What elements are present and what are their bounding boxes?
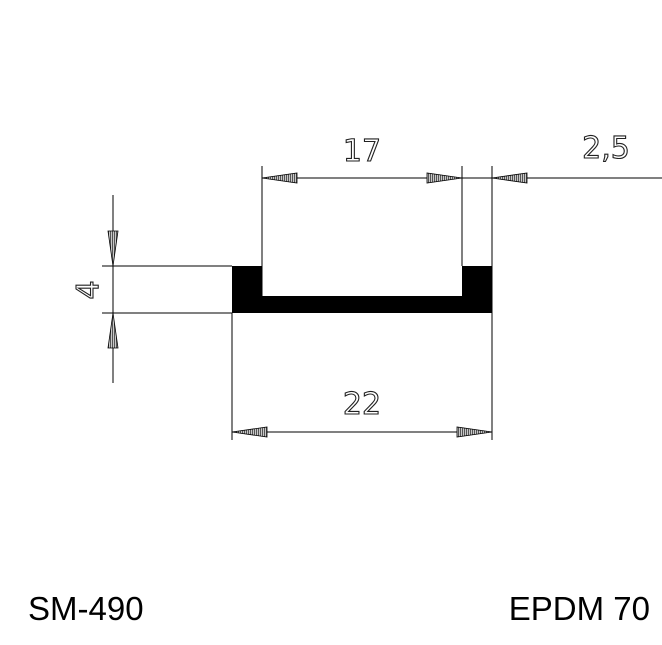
- arrowhead-icon: [491, 172, 528, 184]
- arrowhead-icon: [107, 312, 119, 349]
- arrowhead-icon: [231, 426, 268, 438]
- part-code: SM-490: [28, 590, 144, 627]
- dim-wall-thickness: 2,5: [582, 131, 630, 166]
- material-label: EPDM 70: [508, 590, 650, 627]
- arrowhead-icon: [456, 426, 493, 438]
- dim-inner-width: 17: [343, 134, 381, 169]
- arrowhead-icon: [426, 172, 463, 184]
- extension-lines: [102, 166, 493, 440]
- dim-overall-width: 22: [343, 387, 381, 422]
- u-channel-profile: [232, 266, 492, 313]
- dim-height: 4: [71, 280, 106, 299]
- arrowhead-icon: [107, 230, 119, 267]
- arrowhead-icon: [261, 172, 298, 184]
